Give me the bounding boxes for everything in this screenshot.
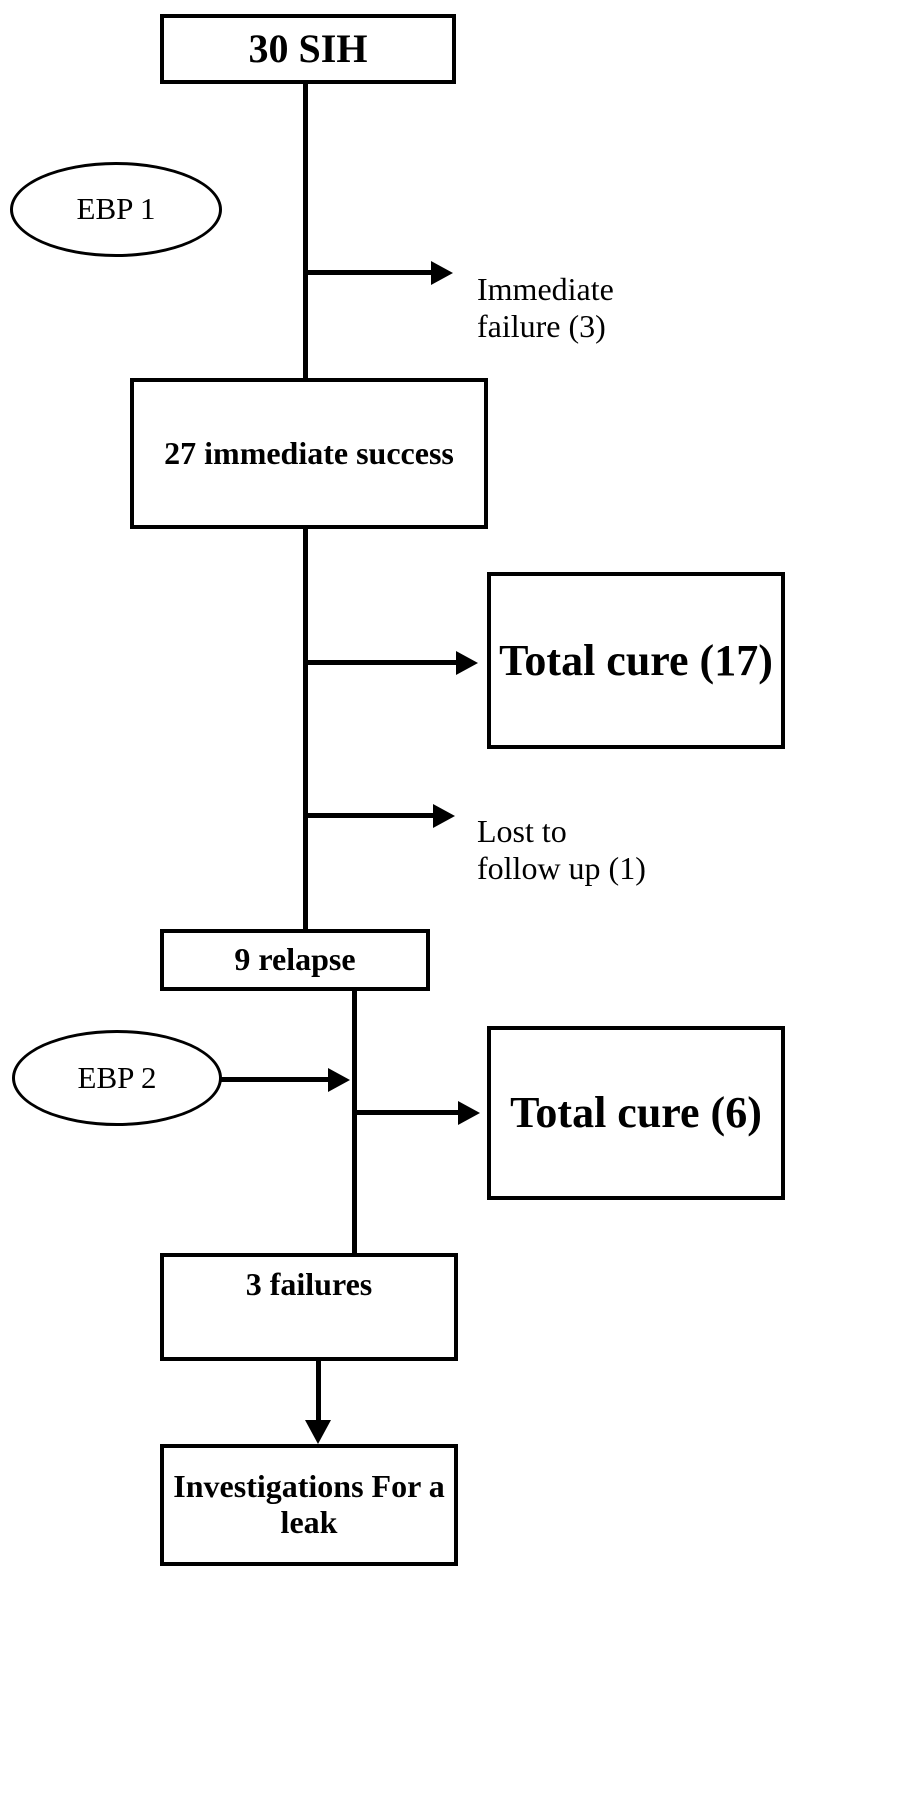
arrowhead-total-cure-6-icon <box>458 1101 480 1125</box>
node-ebp2[interactable]: EBP 2 <box>12 1030 222 1126</box>
node-relapse-label: 9 relapse <box>234 941 356 978</box>
node-relapse[interactable]: 9 relapse <box>160 929 430 991</box>
node-ebp1[interactable]: EBP 1 <box>10 162 222 257</box>
node-total-cure-17-label: Total cure (17) <box>499 635 773 685</box>
node-start-label: 30 SIH <box>248 25 368 71</box>
node-total-cure-17[interactable]: Total cure (17) <box>487 572 785 749</box>
arrowhead-ebp2-icon <box>328 1068 350 1092</box>
node-immediate-success-label: 27 immediate success <box>164 434 454 471</box>
connector-relapse-to-failures <box>352 990 357 1253</box>
node-total-cure-6-label: Total cure (6) <box>510 1088 762 1138</box>
connector-failures-to-investigations <box>316 1360 321 1423</box>
node-ebp2-label: EBP 2 <box>77 1059 157 1095</box>
connector-start-to-success <box>303 82 308 378</box>
arrowhead-investigations-icon <box>305 1420 331 1444</box>
arrowhead-immediate-failure-icon <box>431 261 453 285</box>
arrowhead-lost-to-follow-up-icon <box>433 804 455 828</box>
node-immediate-failure-label: Immediate failure (3) <box>477 271 614 345</box>
node-lost-to-follow-up: Lost to follow up (1) <box>477 776 767 887</box>
node-immediate-success[interactable]: 27 immediate success <box>130 378 488 529</box>
connector-success-to-relapse <box>303 528 308 930</box>
connector-ebp2-line <box>218 1077 330 1082</box>
node-failures-label: 3 failures <box>245 1266 373 1302</box>
node-start[interactable]: 30 SIH <box>160 14 456 84</box>
connector-immediate-failure-line <box>303 270 433 275</box>
node-total-cure-6[interactable]: Total cure (6) <box>487 1026 785 1200</box>
node-immediate-failure: Immediate failure (3) <box>477 234 737 345</box>
node-lost-to-follow-up-label: Lost to follow up (1) <box>477 813 646 887</box>
connector-lost-to-follow-up-line <box>303 813 435 818</box>
node-failures[interactable]: 3 failures <box>160 1253 458 1361</box>
node-investigations-label: Investigations For a leak <box>173 1468 445 1540</box>
connector-total-cure-6-line <box>352 1110 460 1115</box>
connector-total-cure-17-line <box>303 660 458 665</box>
node-investigations[interactable]: Investigations For a leak <box>160 1444 458 1566</box>
arrowhead-total-cure-17-icon <box>456 651 478 675</box>
node-ebp1-label: EBP 1 <box>76 191 156 227</box>
